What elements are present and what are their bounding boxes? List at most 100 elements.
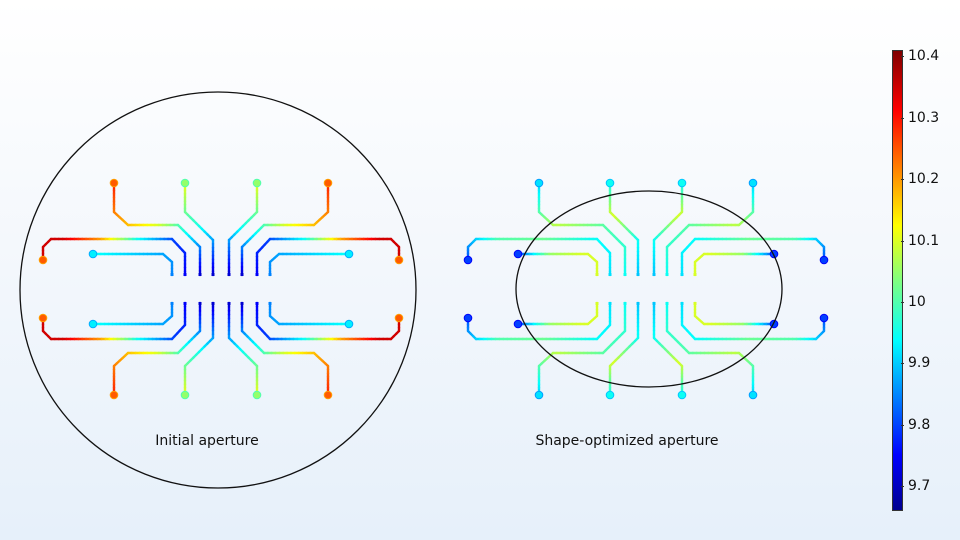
electrode-pad bbox=[605, 390, 615, 400]
trace-A bbox=[665, 178, 758, 277]
trace-A bbox=[240, 301, 333, 400]
electrode-pad bbox=[394, 255, 404, 265]
chip-contact bbox=[211, 302, 215, 305]
trace-A bbox=[534, 178, 627, 277]
chip-contact bbox=[623, 273, 627, 276]
chip-contact bbox=[693, 273, 697, 276]
chip-contact bbox=[170, 273, 174, 276]
chip-contact bbox=[652, 302, 656, 305]
chip-contact bbox=[623, 302, 627, 305]
figure-initial bbox=[19, 91, 417, 489]
optimized-aperture-label: Shape-optimized aperture bbox=[535, 433, 719, 449]
electrode-pad bbox=[513, 319, 523, 329]
colorbar-tick-label: 10.4 bbox=[908, 48, 940, 65]
chip-contact bbox=[608, 273, 612, 276]
colorbar-tick-mark bbox=[901, 486, 904, 488]
trace-C bbox=[255, 301, 404, 341]
electrode-pad bbox=[323, 178, 333, 188]
trace-C bbox=[680, 301, 829, 341]
electrode-pad bbox=[534, 390, 544, 400]
chip-contact bbox=[240, 302, 244, 305]
electrode-pad bbox=[394, 313, 404, 323]
trace-B bbox=[180, 301, 215, 400]
chip-contact bbox=[608, 302, 612, 305]
chip-contact bbox=[183, 302, 187, 305]
chip-contact bbox=[255, 273, 259, 276]
colorbar-tick-label: 10.2 bbox=[908, 171, 940, 188]
colorbar-tick-mark bbox=[901, 179, 904, 181]
colorbar-tick-mark bbox=[901, 363, 904, 365]
trace-B bbox=[652, 301, 687, 400]
trace-D bbox=[513, 249, 599, 277]
colorbar-tick-label: 9.7 bbox=[908, 478, 931, 495]
chip-contact bbox=[198, 302, 202, 305]
chip-contact bbox=[268, 302, 272, 305]
chip-contact bbox=[227, 273, 231, 276]
electrode-pad bbox=[109, 178, 119, 188]
electrode-pad bbox=[180, 390, 190, 400]
colorbar-tick-label: 10.3 bbox=[908, 109, 940, 126]
chip-contact bbox=[240, 273, 244, 276]
electrode-pad bbox=[748, 390, 758, 400]
trace-D bbox=[88, 301, 174, 329]
chip-contact bbox=[652, 273, 656, 276]
electrode-pad bbox=[38, 313, 48, 323]
trace-A bbox=[240, 178, 333, 277]
colorbar-tick-mark bbox=[901, 56, 904, 58]
colorbar-tick-label: 9.9 bbox=[908, 355, 931, 372]
chip-contact bbox=[211, 273, 215, 276]
electrode-pad bbox=[88, 319, 98, 329]
trace-C bbox=[38, 237, 187, 277]
trace-D bbox=[88, 249, 174, 277]
trace-B bbox=[227, 301, 262, 400]
colorbar-tick-mark bbox=[901, 424, 904, 426]
electrode-pad bbox=[344, 249, 354, 259]
chip-contact bbox=[255, 302, 259, 305]
chip-contact bbox=[595, 302, 599, 305]
colorbar-tick-mark bbox=[901, 240, 904, 242]
electrode-pad bbox=[109, 390, 119, 400]
trace-D bbox=[268, 301, 354, 329]
chip-contact bbox=[636, 273, 640, 276]
colorbar-tick-label: 10 bbox=[908, 294, 926, 310]
aperture-ellipse bbox=[515, 190, 783, 388]
colorbar-tick-mark bbox=[901, 117, 904, 119]
figure-optimized bbox=[463, 178, 829, 400]
chip-contact bbox=[680, 273, 684, 276]
trace-B bbox=[227, 178, 262, 277]
trace-A bbox=[109, 178, 202, 277]
electrode-pad bbox=[513, 249, 523, 259]
electrode-pad bbox=[748, 178, 758, 188]
colorbar-tick-label: 10.1 bbox=[908, 232, 940, 249]
trace-C bbox=[38, 301, 187, 341]
chip-contact bbox=[680, 302, 684, 305]
chip-contact bbox=[227, 302, 231, 305]
electrode-pad bbox=[323, 390, 333, 400]
trace-A bbox=[665, 301, 758, 400]
initial-aperture-label: Initial aperture bbox=[155, 433, 259, 449]
trace-C bbox=[463, 237, 612, 277]
electrode-pad bbox=[819, 313, 829, 323]
electrode-pad bbox=[534, 178, 544, 188]
chip-contact bbox=[595, 273, 599, 276]
chip-contact bbox=[693, 302, 697, 305]
trace-C bbox=[680, 237, 829, 277]
aperture-circle bbox=[19, 91, 417, 489]
trace-C bbox=[255, 237, 404, 277]
chip-contact bbox=[170, 302, 174, 305]
trace-D bbox=[268, 249, 354, 277]
trace-B bbox=[180, 178, 215, 277]
trace-C bbox=[463, 301, 612, 341]
electrode-pad bbox=[344, 319, 354, 329]
electrode-pad bbox=[180, 178, 190, 188]
trace-B bbox=[605, 301, 640, 400]
electrode-pad bbox=[463, 313, 473, 323]
trace-A bbox=[109, 301, 202, 400]
colorbar-tick-mark bbox=[901, 302, 904, 303]
electrode-pad bbox=[38, 255, 48, 265]
colorbar-tick-label: 9.8 bbox=[908, 416, 931, 433]
trace-D bbox=[693, 301, 779, 329]
electrode-pad bbox=[819, 255, 829, 265]
chip-contact bbox=[636, 302, 640, 305]
